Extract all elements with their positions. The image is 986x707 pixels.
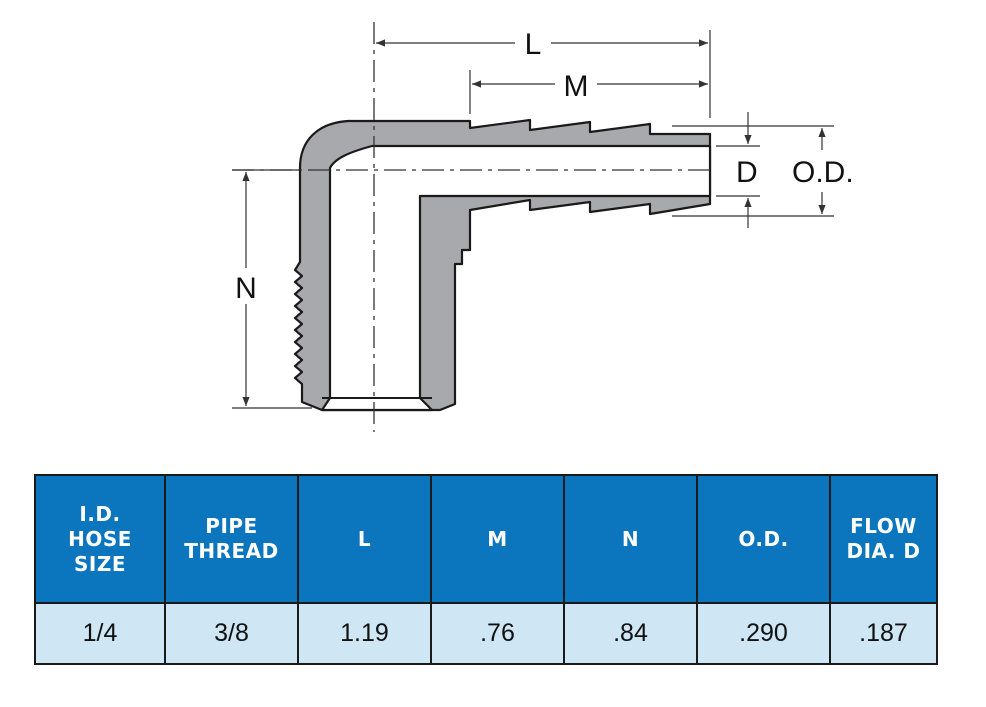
table-row: 1/4 3/8 1.19 .76 .84 .290 .187 [34, 602, 938, 665]
header-id-hose-size: I.D. HOSE SIZE [34, 474, 166, 604]
cell-pipe-thread: 3/8 [164, 602, 299, 665]
header-pipe-thread: PIPE THREAD [164, 474, 299, 604]
header-l: L [297, 474, 432, 604]
header-m: M [430, 474, 565, 604]
dimension-N-label: N [235, 272, 257, 305]
header-flow-dia-d: FLOW DIA. D [829, 474, 938, 604]
header-n: N [563, 474, 698, 604]
header-od: O.D. [696, 474, 831, 604]
cell-l: 1.19 [297, 602, 432, 665]
spec-table: I.D. HOSE SIZE PIPE THREAD L M N O.D. FL… [34, 474, 938, 665]
fitting-bore [320, 144, 712, 412]
cell-id-hose-size: 1/4 [34, 602, 166, 665]
cell-od: .290 [696, 602, 831, 665]
cell-flow-dia-d: .187 [829, 602, 938, 665]
dimension-M-label: M [564, 70, 589, 103]
cell-n: .84 [563, 602, 698, 665]
elbow-fitting-diagram: L M D O.D. N [232, 22, 854, 432]
dimension-D-label: D [736, 156, 758, 189]
table-header-row: I.D. HOSE SIZE PIPE THREAD L M N O.D. FL… [34, 474, 938, 604]
dimension-OD-label: O.D. [792, 156, 854, 189]
dimension-L-label: L [525, 28, 542, 61]
cell-m: .76 [430, 602, 565, 665]
